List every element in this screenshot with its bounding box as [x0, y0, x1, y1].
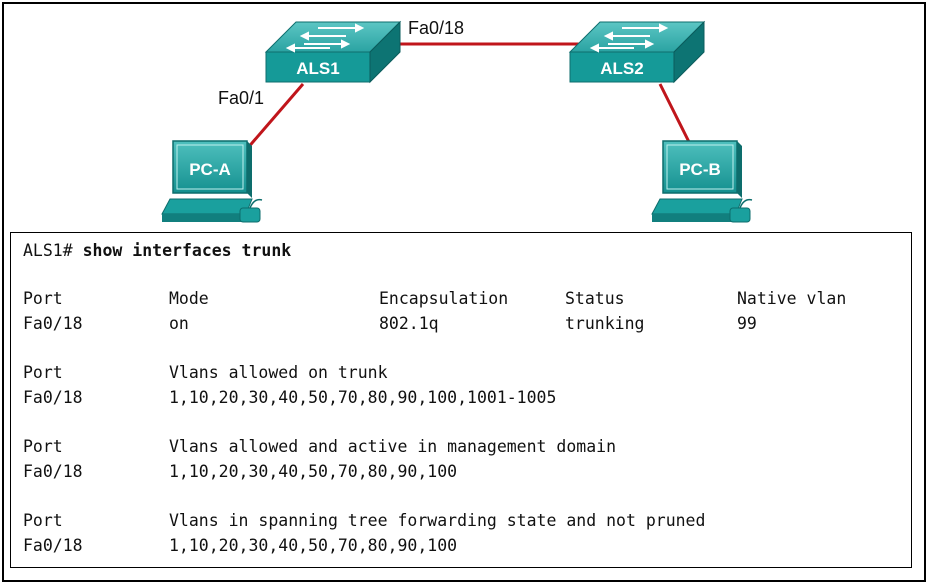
s2-header-desc: Vlans allowed on trunk [169, 363, 388, 382]
s3-header-desc: Vlans allowed and active in management d… [169, 437, 617, 456]
cli-output-panel: ALS1# show interfaces trunk Port Mode En… [10, 232, 912, 568]
row-port: Fa0/18 [23, 314, 83, 333]
switch-als2-icon [568, 20, 706, 84]
header-native-vlan: Native vlan [737, 289, 847, 308]
s2-header-port: Port [23, 363, 63, 382]
row-mode: on [169, 314, 189, 333]
pc-b-label: PC-B [679, 160, 721, 179]
switch-als2-label: ALS2 [600, 59, 643, 78]
s3-port: Fa0/18 [23, 462, 83, 481]
s4-vlans: 1,10,20,30,40,50,70,80,90,100 [169, 536, 458, 555]
link-als1-pca [244, 83, 305, 151]
cli-prompt: ALS1# [23, 241, 73, 260]
link-label-fa0-1: Fa0/1 [218, 88, 264, 108]
row-encapsulation: 802.1q [379, 314, 439, 333]
pc-b-icon [651, 140, 753, 223]
switch-als1-label: ALS1 [296, 59, 339, 78]
s2-vlans: 1,10,20,30,40,50,70,80,90,100,1001-1005 [169, 388, 557, 407]
pc-a-icon [161, 140, 263, 223]
s3-vlans: 1,10,20,30,40,50,70,80,90,100 [169, 462, 458, 481]
network-topology: Fa0/18 Fa0/1 ALS1 ALS2 [161, 18, 753, 223]
s4-header-desc: Vlans in spanning tree forwarding state … [169, 511, 706, 530]
row-native-vlan: 99 [737, 314, 757, 333]
link-label-fa0-18: Fa0/18 [408, 18, 464, 38]
header-status: Status [565, 289, 625, 308]
row-status: trunking [565, 314, 645, 333]
pc-a-label: PC-A [189, 160, 231, 179]
switch-als1-icon [264, 20, 402, 84]
s2-port: Fa0/18 [23, 388, 83, 407]
header-mode: Mode [169, 289, 209, 308]
header-port: Port [23, 289, 63, 308]
s4-port: Fa0/18 [23, 536, 83, 555]
s4-header-port: Port [23, 511, 63, 530]
header-encapsulation: Encapsulation [379, 289, 509, 308]
cli-prompt-line: ALS1# show interfaces trunk [23, 239, 291, 263]
link-als2-pcb [658, 83, 692, 145]
cli-command: show interfaces trunk [82, 241, 292, 260]
s3-header-port: Port [23, 437, 63, 456]
